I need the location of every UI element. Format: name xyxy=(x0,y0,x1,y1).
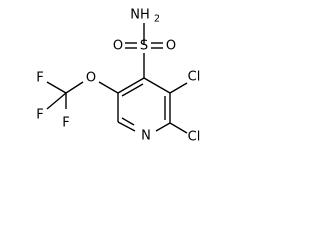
bond-n1-c6 xyxy=(117,121,136,132)
atom-label-chlorine-lower: Cl xyxy=(188,130,201,145)
atom-label-oxygen-right: O xyxy=(166,39,176,54)
bond-c5-o xyxy=(98,81,119,94)
bond-c5-c4 xyxy=(117,77,145,94)
atom-label-fluorine-top: F xyxy=(36,71,43,86)
atom-label-fluorine-mid: F xyxy=(36,108,43,123)
atom-label-fluorine-bottom: F xyxy=(62,116,69,131)
atom-label-sulfur: S xyxy=(140,39,148,54)
atom-label-nh2: NH xyxy=(130,8,150,23)
bond-c4-c3 xyxy=(143,77,171,94)
bond-lines xyxy=(46,23,188,134)
atom-label-ring-nitrogen: N xyxy=(141,129,151,144)
atom-label-nh2-subscript: 2 xyxy=(154,14,160,25)
bond-c3-cl xyxy=(169,82,188,94)
chemical-structure-diagram: NH 2 S O O Cl Cl N O F F F xyxy=(36,8,200,145)
bond-c-f-top xyxy=(46,81,67,94)
atom-label-ether-oxygen: O xyxy=(86,71,96,86)
bond-c5-c4-inner xyxy=(121,83,144,97)
bond-c2-n1 xyxy=(155,122,171,132)
bond-c2-cl xyxy=(169,122,188,134)
atom-label-chlorine-upper: Cl xyxy=(188,70,201,85)
atom-labels: NH 2 S O O Cl Cl N O F F F xyxy=(36,8,200,145)
bond-o-cf3 xyxy=(65,81,84,94)
bond-n1-c6-inner xyxy=(121,117,135,126)
bond-c-f-mid xyxy=(46,92,67,110)
atom-label-oxygen-left: O xyxy=(113,39,123,54)
